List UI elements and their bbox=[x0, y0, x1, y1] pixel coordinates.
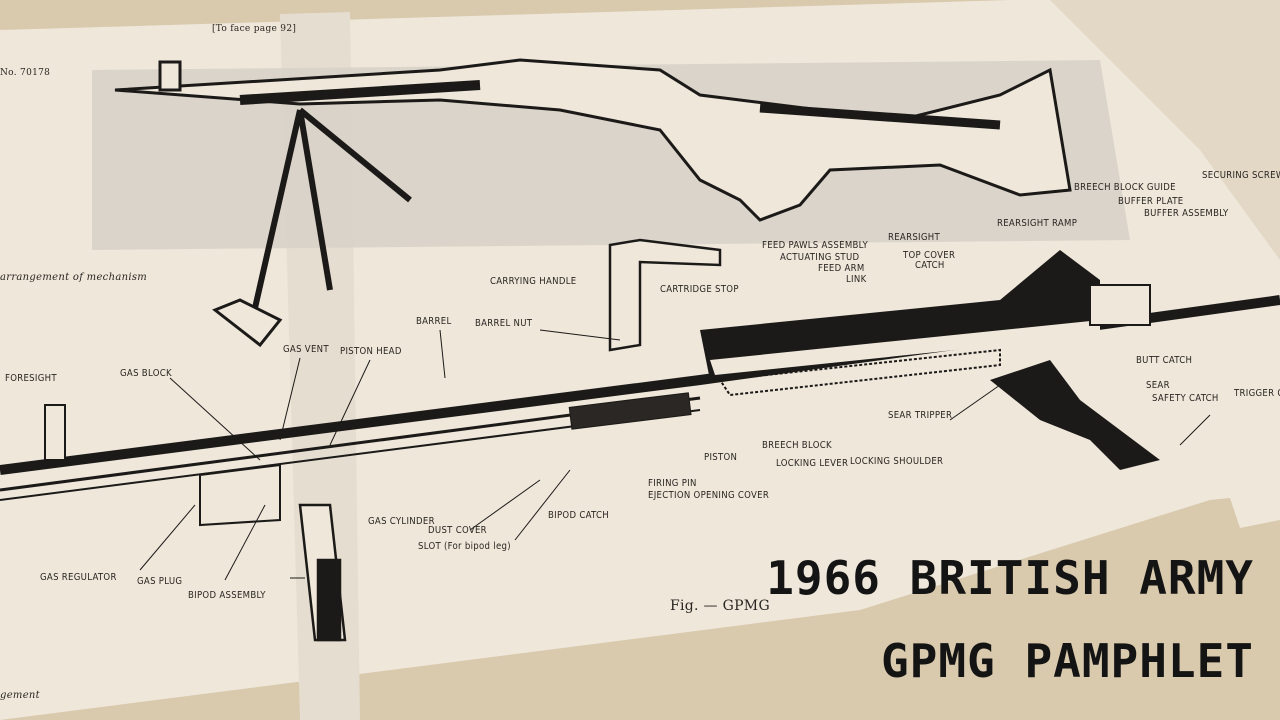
label-top-cover: TOP COVER bbox=[903, 250, 956, 261]
label-bipod-assembly: BIPOD ASSEMBLY bbox=[188, 590, 266, 601]
label-link: LINK bbox=[846, 274, 867, 285]
label-locking-shoulder: LOCKING SHOULDER bbox=[850, 456, 944, 467]
label-feed-arm: FEED ARM bbox=[818, 263, 865, 274]
label-sear: SEAR bbox=[1146, 380, 1170, 391]
overlay-title-line2: GPMG PAMPHLET bbox=[880, 634, 1254, 688]
leader-lines bbox=[139, 329, 1211, 581]
receiver-block bbox=[700, 250, 1160, 470]
label-cartridge-stop: CARTRIDGE STOP bbox=[660, 284, 739, 295]
label-sear-tripper: SEAR TRIPPER bbox=[888, 410, 953, 421]
foresight-drawing bbox=[44, 404, 66, 461]
figure-caption: Fig. — GPMG bbox=[670, 598, 770, 614]
label-buffer-plate: BUFFER PLATE bbox=[1118, 196, 1184, 207]
label-foresight: FORESIGHT bbox=[5, 373, 57, 384]
overlay-title-line1: 1966 BRITISH ARMY bbox=[766, 551, 1254, 605]
paper-right-edge bbox=[1050, 0, 1280, 260]
label-gas-block: GAS BLOCK bbox=[120, 368, 172, 379]
caption-bottom: gement bbox=[0, 690, 40, 701]
label-trigger: TRIGGER G bbox=[1234, 388, 1280, 399]
carrying-handle bbox=[608, 238, 722, 352]
page-ref: [To face page 92] bbox=[212, 24, 297, 34]
label-bipod-catch: BIPOD CATCH bbox=[548, 510, 609, 521]
label-carrying-handle: CARRYING HANDLE bbox=[490, 276, 577, 287]
label-firing-pin: FIRING PIN bbox=[648, 478, 697, 489]
label-ejection-cover: EJECTION OPENING COVER bbox=[648, 490, 770, 501]
halftone-band bbox=[92, 60, 1130, 250]
label-gas-plug: GAS PLUG bbox=[137, 576, 183, 587]
label-safety-catch: SAFETY CATCH bbox=[1152, 393, 1219, 404]
label-actuating-stud: ACTUATING STUD bbox=[780, 252, 860, 263]
label-feed-pawls: FEED PAWLS ASSEMBLY bbox=[762, 240, 868, 251]
label-breech-block-guide: BREECH BLOCK GUIDE bbox=[1074, 182, 1176, 193]
label-slot: SLOT (For bipod leg) bbox=[418, 541, 511, 552]
label-piston: PISTON bbox=[704, 452, 738, 463]
gun-silhouette-top bbox=[114, 58, 1072, 348]
label-gas-regulator: GAS REGULATOR bbox=[40, 572, 117, 583]
label-gas-vent: GAS VENT bbox=[283, 344, 329, 355]
figure-number: No. 70178 bbox=[0, 68, 51, 78]
label-barrel-nut: BARREL NUT bbox=[475, 318, 533, 329]
label-top-cover-catch: CATCH bbox=[915, 260, 945, 271]
label-locking-lever: LOCKING LEVER bbox=[776, 458, 849, 469]
label-dust-cover: DUST COVER bbox=[428, 525, 487, 536]
label-gas-cylinder: GAS CYLINDER bbox=[368, 516, 435, 527]
label-barrel: BARREL bbox=[416, 316, 452, 327]
label-piston-head: PISTON HEAD bbox=[340, 346, 402, 357]
label-rearsight: REARSIGHT bbox=[888, 232, 941, 243]
caption-left: arrangement of mechanism bbox=[0, 272, 148, 283]
label-rearsight-ramp: REARSIGHT RAMP bbox=[997, 218, 1078, 229]
label-buffer-assembly: BUFFER ASSEMBLY bbox=[1144, 208, 1229, 219]
label-butt-catch: BUTT CATCH bbox=[1136, 355, 1193, 366]
label-securing-screw: SECURING SCREW bbox=[1202, 170, 1280, 181]
label-breech-block: BREECH BLOCK bbox=[762, 440, 832, 451]
bipod-lower bbox=[298, 503, 347, 642]
